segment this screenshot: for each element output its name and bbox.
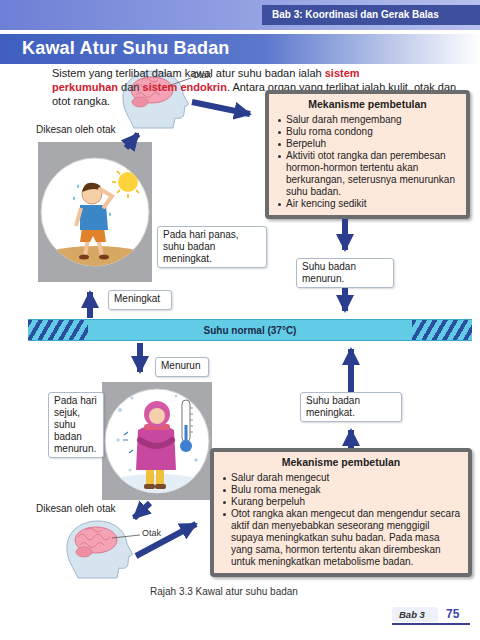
flow-arrow (348, 349, 354, 392)
bullet-item: Bulu roma condong (276, 126, 459, 138)
node-text: Suhu badan menurun. (302, 261, 388, 285)
correction-box: Mekanisme pembetulanSalur darah mengecut… (210, 448, 472, 577)
result-box: Suhu badan menurun. (296, 258, 394, 288)
page-header (0, 0, 480, 64)
shoe (99, 255, 109, 260)
node-text: Suhu normal (37°C) (204, 325, 297, 336)
cold-day-illustration (95, 382, 219, 510)
result-box: Suhu badan meningkat. (300, 392, 402, 422)
raised-arm (100, 189, 112, 207)
figure-caption: Rajah 3.3 Kawal atur suhu badan (150, 586, 410, 597)
flow-arrow (87, 292, 93, 318)
hood (144, 401, 170, 427)
shoe (79, 255, 89, 260)
correction-box: Mekanisme pembetulanSalur darah mengemba… (265, 90, 470, 219)
condition-box: Pada hari sejuk, suhu badan menurun. (48, 392, 104, 458)
sun (118, 172, 138, 192)
part-name: Otak (192, 70, 211, 80)
shiver-lines (123, 432, 133, 453)
box-heading: Mekanisme pembetulan (221, 456, 461, 469)
flow-arrow (126, 134, 138, 148)
bullet-item: Berpeluh (276, 138, 459, 150)
chapter-tab (392, 607, 438, 622)
crossed-arms (140, 440, 172, 446)
snowflakes (129, 469, 132, 472)
box-heading: Mekanisme pembetulan (276, 98, 459, 111)
boot (144, 484, 155, 489)
thermometer-ticks (190, 408, 193, 432)
bullet-item: Salur darah mengembang (276, 114, 459, 126)
header-bar (0, 0, 480, 30)
picture-circle (105, 389, 209, 493)
node-text: Pada hari sejuk, suhu badan menurun. (54, 395, 98, 455)
change-label-box: Menurun (155, 357, 209, 377)
key-term: sistem endokrin (143, 81, 227, 93)
note-text: Dikesan oleh otak (36, 503, 116, 514)
shorts (80, 228, 106, 242)
coat (136, 425, 176, 470)
change-label-box: Meningkat (108, 290, 172, 310)
bullet-item: Aktiviti otot rangka dan perembesan horm… (276, 150, 459, 198)
trouser-leg (146, 468, 154, 486)
leader-line (112, 535, 140, 538)
snowflakes (116, 438, 120, 442)
picture-frame (102, 382, 212, 500)
node-text: Menurun (161, 360, 203, 372)
footer-rule (392, 623, 470, 625)
thermometer-bulb (180, 440, 192, 452)
snowflakes (175, 395, 178, 398)
bullet-item: Bulu roma menegak (221, 484, 461, 496)
bullet-item: Otot rangka akan mengecut dan mengendur … (221, 508, 461, 568)
face (149, 408, 165, 424)
brain-head (67, 521, 132, 578)
part-name: Otak (142, 528, 161, 538)
header-tab (262, 5, 480, 25)
chapter-tab-text: Bab 3 (399, 609, 425, 620)
hot-scene (33, 166, 157, 278)
intro-text: Sistem yang terlibat dalam kawal atur su… (52, 67, 322, 79)
flow-arrow (136, 524, 196, 556)
bullet-item: Kurang berpeluh (221, 496, 461, 508)
flow-arrow (342, 288, 348, 311)
page-title: Kawal Atur Suhu Badan (22, 38, 230, 59)
flow-arrow (192, 102, 250, 114)
snowflakes (194, 458, 198, 462)
node-text: Meningkat (114, 293, 166, 305)
flow-arrow (342, 219, 348, 250)
thermometer (182, 400, 190, 442)
snowflakes (118, 408, 122, 412)
node-text: Suhu badan meningkat. (306, 395, 396, 419)
arm (76, 208, 81, 226)
cold-scene (95, 395, 219, 511)
bullet-item: Air kencing sedikit (276, 198, 459, 210)
node-text: Pada hari panas, suhu badan meningkat. (163, 229, 261, 265)
page-footer (392, 607, 470, 624)
flow-arrow (134, 503, 150, 518)
flow-arrow (348, 430, 354, 448)
intro-text: dan (121, 81, 139, 93)
ground (33, 246, 157, 278)
condition-box: Pada hari panas, suhu badan meningkat. (157, 226, 267, 268)
normal-band: Suhu normal (37°C) (28, 319, 472, 341)
hot-day-illustration (33, 142, 157, 282)
note-text: Dikesan oleh otak (36, 124, 116, 135)
flow-arrow (137, 343, 143, 372)
sweat-drops (73, 184, 111, 216)
trouser-leg (156, 468, 164, 486)
brain-head (123, 71, 188, 128)
boot (155, 484, 166, 489)
chapter-header: Bab 3: Koordinasi dan Gerak Balas (272, 9, 439, 20)
snowflakes (130, 396, 133, 399)
sun-rays (112, 166, 144, 198)
snowflakes (116, 395, 198, 472)
title-band (0, 34, 480, 64)
bullet-item: Salur darah mengecut (221, 472, 461, 484)
page-number: 75 (446, 607, 459, 621)
